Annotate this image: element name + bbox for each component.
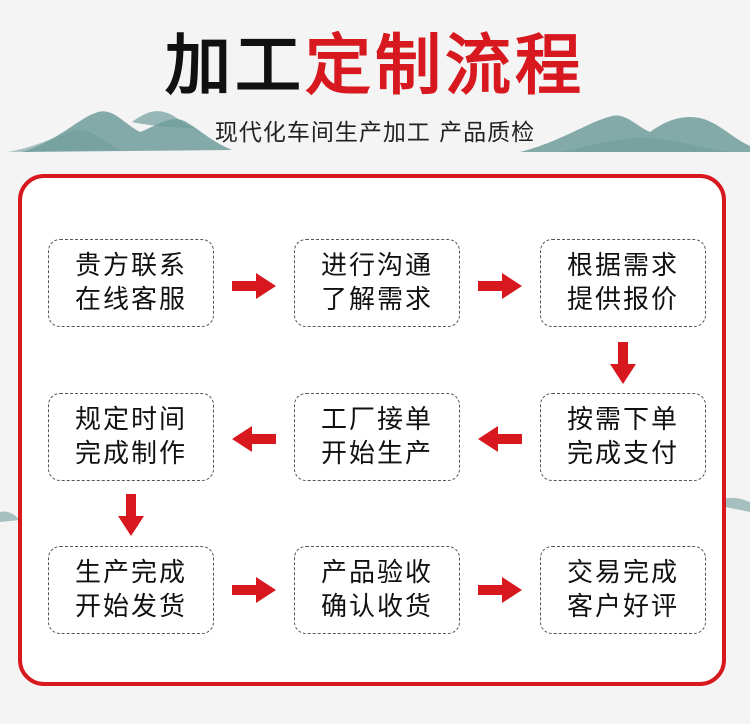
step-2: 进行沟通 了解需求 <box>294 239 460 327</box>
step-3-line2: 提供报价 <box>566 285 679 315</box>
step-5-line1: 工厂接单 <box>320 405 433 435</box>
step-7-line1: 生产完成 <box>74 558 187 588</box>
arrow-left-icon <box>478 426 522 452</box>
step-2-line2: 了解需求 <box>320 285 433 315</box>
step-1-line2: 在线客服 <box>74 285 187 315</box>
arrow-right-icon <box>478 577 522 603</box>
arrow-down-icon <box>610 342 636 384</box>
arrow-right-icon <box>478 273 522 299</box>
step-9: 交易完成 客户好评 <box>540 546 706 634</box>
step-6: 规定时间 完成制作 <box>48 393 214 481</box>
step-5-line2: 开始生产 <box>320 439 433 469</box>
step-2-line1: 进行沟通 <box>320 251 433 281</box>
step-9-line1: 交易完成 <box>566 558 679 588</box>
arrow-right-icon <box>232 577 276 603</box>
step-1: 贵方联系 在线客服 <box>48 239 214 327</box>
title-black-part: 加工 <box>165 26 305 104</box>
step-1-line1: 贵方联系 <box>74 251 187 281</box>
step-3-line1: 根据需求 <box>566 251 679 281</box>
step-8-line1: 产品验收 <box>320 558 433 588</box>
step-8-line2: 确认收货 <box>320 592 433 622</box>
step-8: 产品验收 确认收货 <box>294 546 460 634</box>
step-9-line2: 客户好评 <box>566 592 679 622</box>
arrow-right-icon <box>232 273 276 299</box>
page-subtitle: 现代化车间生产加工 产品质检 <box>214 120 536 146</box>
step-6-line1: 规定时间 <box>74 405 187 435</box>
step-4: 按需下单 完成支付 <box>540 393 706 481</box>
step-3: 根据需求 提供报价 <box>540 239 706 327</box>
step-7-line2: 开始发货 <box>74 592 187 622</box>
step-7: 生产完成 开始发货 <box>48 546 214 634</box>
step-6-line2: 完成制作 <box>74 439 187 469</box>
arrow-down-icon <box>118 494 144 536</box>
page-title: 加工定制流程 <box>0 22 750 108</box>
step-4-line2: 完成支付 <box>566 439 679 469</box>
title-red-part: 定制流程 <box>305 26 585 104</box>
step-4-line1: 按需下单 <box>566 405 679 435</box>
step-5: 工厂接单 开始生产 <box>294 393 460 481</box>
process-panel: 贵方联系 在线客服 进行沟通 了解需求 根据需求 提供报价 规定时间 完成制作 … <box>18 174 726 686</box>
arrow-left-icon <box>232 426 276 452</box>
